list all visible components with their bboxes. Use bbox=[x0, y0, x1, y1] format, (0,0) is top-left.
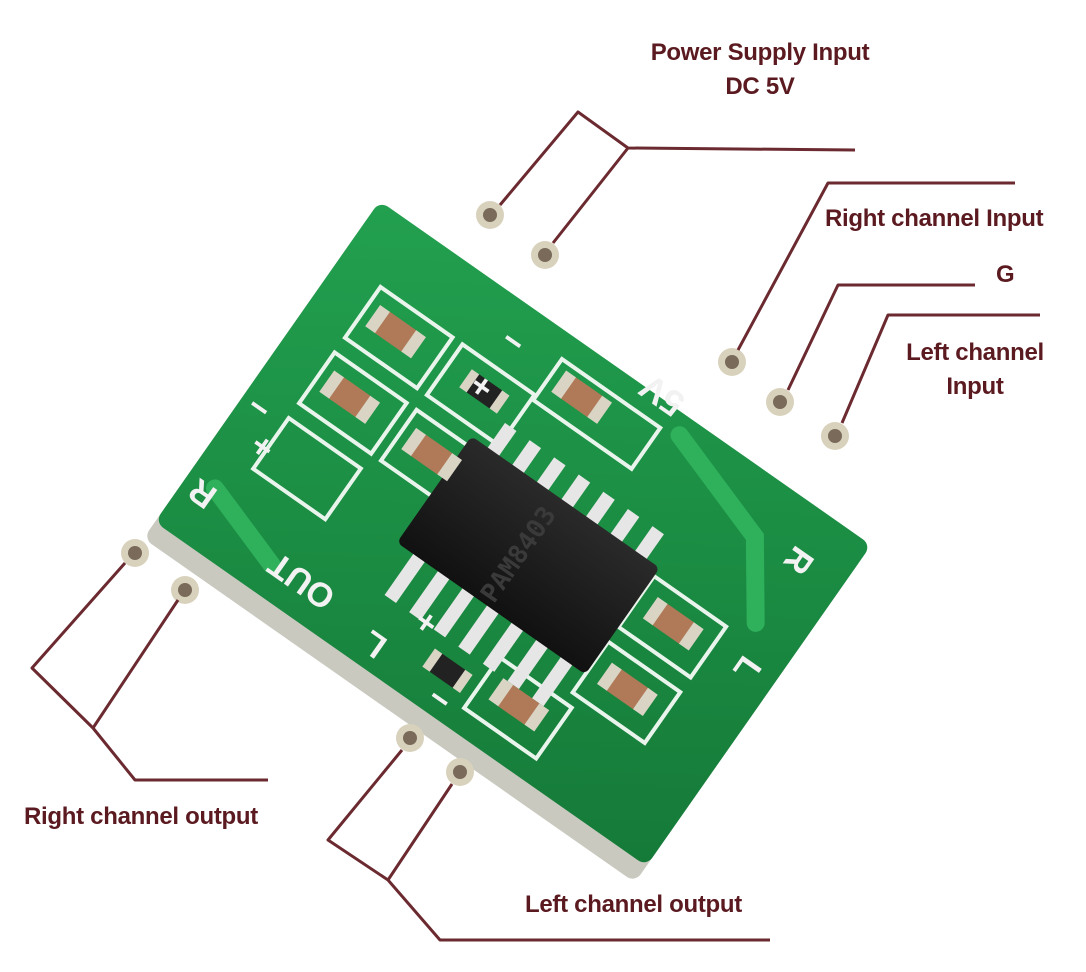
pcb-board: PAM8403 − + 5V R L OUT bbox=[147, 204, 868, 879]
leader-left-input bbox=[840, 313, 1040, 424]
label-power-supply-line1: Power Supply Input bbox=[650, 39, 870, 66]
ic-chip: PAM8403 bbox=[384, 422, 664, 707]
label-left-input-line2: Input bbox=[946, 373, 1004, 400]
pad-left-out-plus bbox=[446, 758, 474, 786]
capacitor bbox=[319, 370, 381, 424]
chip-body bbox=[399, 438, 658, 673]
label-left-channel-output: Left channel output bbox=[525, 891, 742, 918]
copper-traces bbox=[205, 426, 765, 632]
capacitor bbox=[551, 370, 613, 424]
label-right-channel-output: Right channel output bbox=[24, 803, 258, 830]
label-power-supply-line2: DC 5V bbox=[725, 73, 795, 100]
label-left-channel-input: Left channel Input bbox=[895, 336, 1055, 404]
pad-left-input bbox=[821, 422, 849, 450]
leader-right-input bbox=[736, 181, 1015, 351]
capacitor bbox=[642, 597, 704, 651]
resistor bbox=[459, 369, 510, 414]
pad-right-out-plus bbox=[171, 576, 199, 604]
capacitor bbox=[365, 304, 426, 359]
capacitor bbox=[596, 662, 658, 716]
resistor bbox=[422, 648, 473, 693]
leader-power-minus bbox=[498, 110, 856, 206]
leader-lines bbox=[30, 110, 1040, 942]
label-right-channel-input: Right channel Input bbox=[825, 205, 1044, 232]
leader-power-plus bbox=[551, 147, 630, 244]
capacitor bbox=[488, 678, 550, 732]
solder-pads bbox=[121, 201, 849, 786]
pad-power-plus bbox=[531, 241, 559, 269]
pad-right-out-minus bbox=[121, 539, 149, 567]
pad-left-out-minus bbox=[396, 724, 424, 752]
pad-right-input bbox=[718, 348, 746, 376]
leader-right-out-plus bbox=[91, 599, 180, 729]
capacitor bbox=[401, 427, 463, 482]
pad-power-minus bbox=[476, 201, 504, 229]
label-power-supply-input: Power Supply Input DC 5V bbox=[640, 36, 880, 104]
pad-ground bbox=[766, 388, 794, 416]
leader-ground bbox=[786, 283, 975, 391]
smd-capacitors bbox=[319, 304, 704, 732]
leader-left-out-plus bbox=[386, 783, 454, 881]
label-left-input-line1: Left channel bbox=[906, 339, 1044, 366]
label-ground: G bbox=[996, 261, 1015, 288]
